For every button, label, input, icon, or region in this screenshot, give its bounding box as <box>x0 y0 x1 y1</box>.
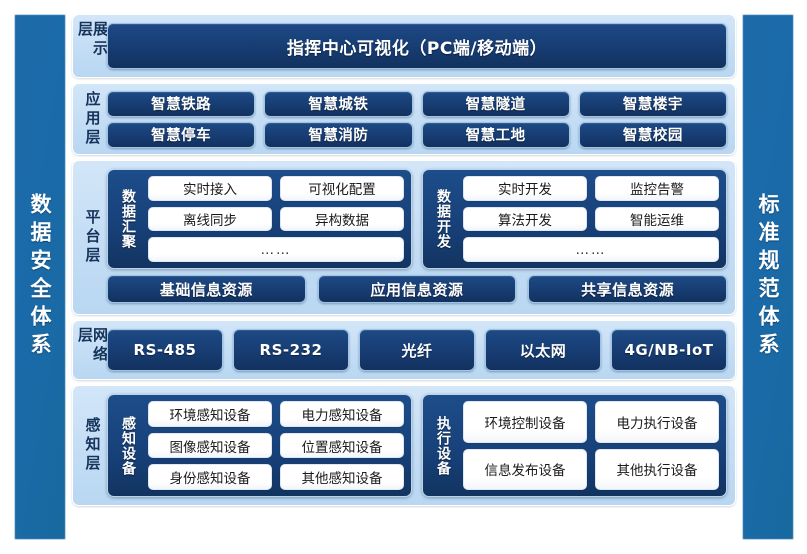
perception-group-1-grid: 环境感知设备 电力感知设备 图像感知设备 位置感知设备 身份感知设备 其他感知设… <box>148 401 404 491</box>
layer-platform: 平台层 数据汇聚 实时接入 可视化配置 <box>72 160 736 315</box>
perception-group-2-grid: 环境控制设备 电力执行设备 信息发布设备 其他执行设备 <box>463 401 719 490</box>
app-item-smart-building[interactable]: 智慧楼宇 <box>578 90 727 117</box>
platform-group-1-row-1: 实时接入 可视化配置 <box>148 176 404 201</box>
actuator-chip-information-release[interactable]: 信息发布设备 <box>463 448 587 490</box>
platform-chip-intelligent-ops[interactable]: 智能运维 <box>595 206 719 232</box>
right-pillar-standards: 标准规范体系 <box>742 14 794 540</box>
platform-group-2-row-2: 算法开发 智能运维 <box>463 206 719 232</box>
application-row-2: 智慧停车 智慧消防 智慧工地 智慧校园 <box>107 121 727 148</box>
layer-display-label: 展示层 <box>76 21 109 59</box>
layer-display: 展示层 指挥中心可视化（PC端/移动端） <box>72 14 736 78</box>
platform-chip-heterogeneous-data[interactable]: 异构数据 <box>280 206 404 232</box>
sensing-chip-location[interactable]: 位置感知设备 <box>280 432 404 459</box>
platform-chip-more-development[interactable]: …… <box>463 237 719 263</box>
platform-chip-visual-config[interactable]: 可视化配置 <box>280 176 404 201</box>
sensing-chip-other[interactable]: 其他感知设备 <box>280 464 404 491</box>
layer-perception-label: 感知层 <box>83 417 102 474</box>
platform-chip-algorithm-development[interactable]: 算法开发 <box>463 206 587 232</box>
platform-group-1-row-2: 离线同步 异构数据 <box>148 206 404 232</box>
layer-platform-body: 数据汇聚 实时接入 可视化配置 离线同步 异构数据 <box>107 167 728 308</box>
platform-group-2-grid: 实时开发 监控告警 算法开发 智能运维 …… <box>463 176 719 263</box>
app-item-smart-parking[interactable]: 智慧停车 <box>107 121 256 148</box>
layer-network-body: RS-485 RS-232 光纤 以太网 4G/NB-IoT <box>107 327 727 373</box>
sensing-chip-image[interactable]: 图像感知设备 <box>148 432 272 459</box>
resource-shared-information[interactable]: 共享信息资源 <box>528 275 728 303</box>
layer-perception-label-wrap: 感知层 <box>77 392 107 499</box>
app-item-smart-railway[interactable]: 智慧铁路 <box>107 90 256 117</box>
perception-group-1-row-1: 环境感知设备 电力感知设备 <box>148 401 404 427</box>
layer-stack: 展示层 指挥中心可视化（PC端/移动端） 应用层 智慧铁路 智慧城铁 智慧隧道 … <box>72 14 736 540</box>
app-item-smart-campus[interactable]: 智慧校园 <box>578 121 727 148</box>
actuator-chip-power-execution[interactable]: 电力执行设备 <box>595 401 719 443</box>
platform-group-2-row-1: 实时开发 监控告警 <box>463 176 719 201</box>
network-item-4g-nbiot[interactable]: 4G/NB-IoT <box>611 329 727 371</box>
platform-chip-realtime-ingest[interactable]: 实时接入 <box>148 176 272 201</box>
perception-group-2-row-1: 环境控制设备 电力执行设备 <box>463 401 719 443</box>
layer-application-label-wrap: 应用层 <box>77 90 107 148</box>
left-pillar-label: 数据安全体系 <box>28 193 53 361</box>
platform-chip-more-aggregation[interactable]: …… <box>148 237 404 263</box>
platform-chip-realtime-development[interactable]: 实时开发 <box>463 176 587 201</box>
perception-group-2-title-wrap: 执行设备 <box>430 401 456 490</box>
platform-group-1-grid: 实时接入 可视化配置 离线同步 异构数据 …… <box>148 176 404 263</box>
platform-group-data-aggregation: 数据汇聚 实时接入 可视化配置 离线同步 异构数据 <box>107 169 412 269</box>
perception-group-2-row-2: 信息发布设备 其他执行设备 <box>463 448 719 490</box>
sensing-chip-identity[interactable]: 身份感知设备 <box>148 464 272 491</box>
layer-perception-body: 感知设备 环境感知设备 电力感知设备 图像感知设备 位置感知设备 <box>107 392 727 499</box>
right-pillar-label: 标准规范体系 <box>756 193 781 361</box>
layer-perception: 感知层 感知设备 环境感知设备 电力感知设备 <box>72 385 736 506</box>
actuator-chip-environment-control[interactable]: 环境控制设备 <box>463 401 587 443</box>
sensing-chip-power[interactable]: 电力感知设备 <box>280 401 404 427</box>
network-item-ethernet[interactable]: 以太网 <box>485 329 601 371</box>
actuator-chip-other-execution[interactable]: 其他执行设备 <box>595 448 719 490</box>
platform-group-2-title-wrap: 数据开发 <box>430 176 456 262</box>
app-item-smart-urban-rail[interactable]: 智慧城铁 <box>264 90 413 117</box>
layer-display-body: 指挥中心可视化（PC端/移动端） <box>107 21 727 71</box>
network-item-fiber-optic[interactable]: 光纤 <box>359 329 475 371</box>
platform-group-data-development: 数据开发 实时开发 监控告警 算法开发 智能运维 <box>422 169 727 269</box>
app-item-smart-tunnel[interactable]: 智慧隧道 <box>421 90 570 117</box>
application-row-1: 智慧铁路 智慧城铁 智慧隧道 智慧楼宇 <box>107 90 727 117</box>
perception-group-row: 感知设备 环境感知设备 电力感知设备 图像感知设备 位置感知设备 <box>107 394 727 497</box>
network-item-rs232[interactable]: RS-232 <box>233 329 349 371</box>
network-item-rs485[interactable]: RS-485 <box>107 329 223 371</box>
layer-platform-label-wrap: 平台层 <box>77 167 107 308</box>
platform-group-2-row-3: …… <box>463 237 719 263</box>
platform-group-1-title-wrap: 数据汇聚 <box>115 176 141 262</box>
platform-group-1-row-3: …… <box>148 237 404 263</box>
layer-application-label: 应用层 <box>83 90 102 148</box>
layer-network-label: 网络层 <box>76 327 109 365</box>
perception-group-2-title: 执行设备 <box>435 415 451 476</box>
perception-group-sensing-devices: 感知设备 环境感知设备 电力感知设备 图像感知设备 位置感知设备 <box>107 394 412 497</box>
layer-network: 网络层 RS-485 RS-232 光纤 以太网 4G/NB-IoT <box>72 320 736 380</box>
display-banner-button[interactable]: 指挥中心可视化（PC端/移动端） <box>107 23 727 69</box>
layer-platform-label: 平台层 <box>83 209 102 266</box>
perception-group-1-row-2: 图像感知设备 位置感知设备 <box>148 432 404 459</box>
left-pillar-data-security: 数据安全体系 <box>14 14 66 540</box>
network-item-row: RS-485 RS-232 光纤 以太网 4G/NB-IoT <box>107 329 727 371</box>
perception-group-1-row-3: 身份感知设备 其他感知设备 <box>148 464 404 491</box>
platform-chip-offline-sync[interactable]: 离线同步 <box>148 206 272 232</box>
perception-group-actuator-devices: 执行设备 环境控制设备 电力执行设备 信息发布设备 其他执行设备 <box>422 394 727 497</box>
app-item-smart-firefighting[interactable]: 智慧消防 <box>264 121 413 148</box>
app-item-smart-construction-site[interactable]: 智慧工地 <box>421 121 570 148</box>
layer-application-body: 智慧铁路 智慧城铁 智慧隧道 智慧楼宇 智慧停车 智慧消防 智慧工地 智慧校园 <box>107 90 727 148</box>
platform-group-row: 数据汇聚 实时接入 可视化配置 离线同步 异构数据 <box>107 169 727 269</box>
platform-group-1-title: 数据汇聚 <box>120 189 136 249</box>
perception-group-1-title-wrap: 感知设备 <box>115 401 141 490</box>
layer-display-label-wrap: 展示层 <box>76 21 109 71</box>
layer-network-label-wrap: 网络层 <box>76 327 109 373</box>
platform-group-2-title: 数据开发 <box>435 189 451 249</box>
perception-group-1-title: 感知设备 <box>120 415 136 476</box>
platform-chip-monitoring-alarm[interactable]: 监控告警 <box>595 176 719 201</box>
resource-application-information[interactable]: 应用信息资源 <box>317 275 517 303</box>
resource-basic-information[interactable]: 基础信息资源 <box>107 275 306 303</box>
platform-resource-row: 基础信息资源 应用信息资源 共享信息资源 <box>107 275 728 303</box>
layer-application: 应用层 智慧铁路 智慧城铁 智慧隧道 智慧楼宇 智慧停车 智慧消防 智慧工地 智… <box>72 83 736 155</box>
sensing-chip-environment[interactable]: 环境感知设备 <box>148 401 272 427</box>
